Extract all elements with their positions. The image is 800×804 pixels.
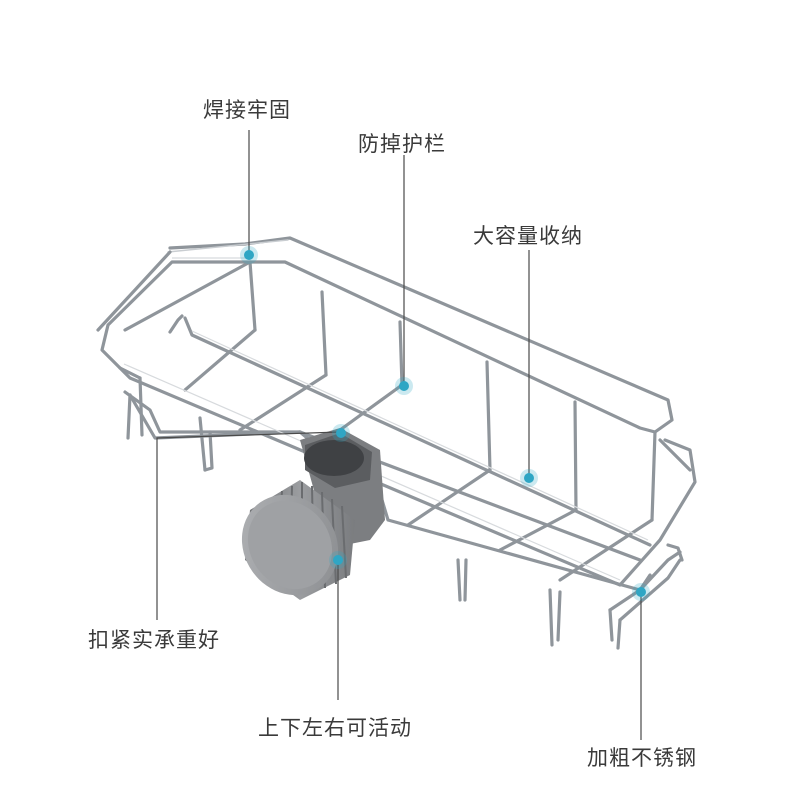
label-steel: 加粗不锈钢 (587, 746, 697, 770)
label-clamp: 扣紧实承重好 (88, 628, 220, 652)
wire-highlights (123, 257, 649, 581)
callout-dots (240, 246, 650, 601)
label-adjustable: 上下左右可活动 (258, 716, 412, 740)
clamp-knob (241, 428, 385, 600)
wire-basket (96, 236, 697, 650)
label-capacity: 大容量收纳 (473, 224, 583, 248)
callout-line-clamp (156, 431, 341, 620)
label-welding: 焊接牢固 (203, 98, 291, 122)
callout-lines (156, 130, 642, 740)
label-guardrail: 防掉护栏 (358, 132, 446, 156)
